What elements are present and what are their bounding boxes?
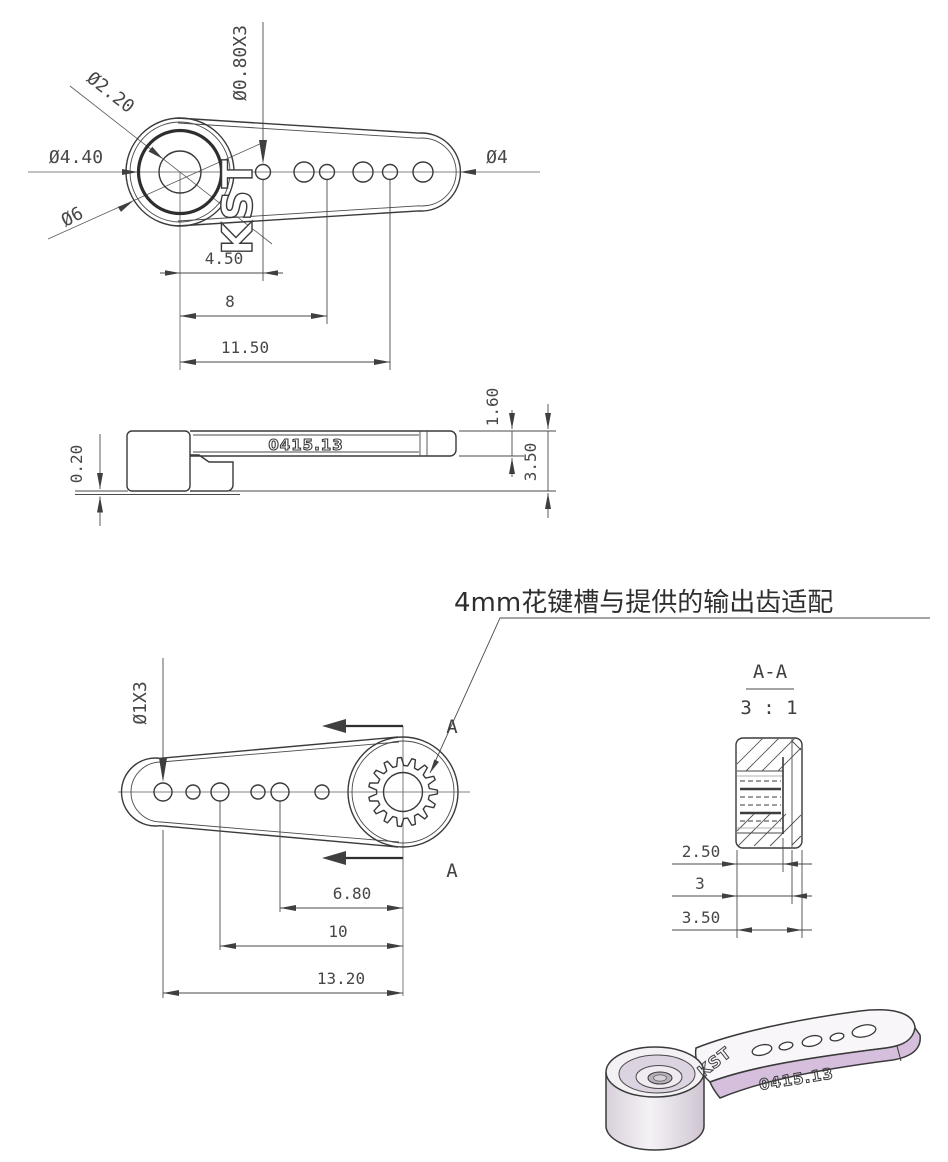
svg-text:4.50: 4.50 bbox=[205, 249, 244, 268]
extension-lines bbox=[162, 801, 281, 998]
callout-text: 4mm花键槽与提供的输出齿适配 bbox=[454, 588, 833, 618]
dimension-8: 8 bbox=[180, 292, 327, 320]
diagonal-leader-boss bbox=[47, 142, 263, 240]
spline-bold-circle bbox=[136, 128, 224, 216]
svg-text:3.50: 3.50 bbox=[521, 443, 540, 482]
section-scale: 3 : 1 bbox=[740, 697, 797, 719]
arm-outline-inner bbox=[177, 122, 457, 222]
svg-text:1.60: 1.60 bbox=[483, 388, 502, 427]
kst-logo-top-view: KST bbox=[213, 158, 262, 255]
dimension-13-20: 13.20 bbox=[163, 969, 403, 997]
tip-crease bbox=[896, 1045, 902, 1062]
callout-leader bbox=[429, 617, 930, 774]
arrow-link-hole bbox=[159, 758, 167, 782]
side-view: 0415.13 1.60 3.50 0.20 bbox=[67, 388, 556, 526]
spline-center-hole bbox=[382, 771, 424, 813]
render-3d: KST 0415.13 bbox=[605, 1009, 921, 1151]
diagonal-leader-hub bbox=[69, 85, 273, 245]
arm-holes bbox=[254, 161, 434, 183]
section-dimensions: 2.50 3 3.50 bbox=[672, 838, 812, 938]
arrow-boss bbox=[117, 201, 133, 212]
spline-gear-teeth bbox=[368, 756, 439, 828]
center-hole bbox=[158, 150, 202, 194]
label-dia-link-holes: Ø0.80X3 bbox=[230, 25, 251, 101]
arrow-link-hole bbox=[259, 140, 267, 164]
arrow-spline-circle bbox=[122, 169, 138, 175]
dimension-4-50: 4.50 bbox=[160, 249, 283, 276]
svg-text:10: 10 bbox=[328, 922, 347, 941]
section-hatching bbox=[736, 738, 802, 847]
svg-text:13.20: 13.20 bbox=[317, 969, 365, 988]
dimension-11-50: 11.50 bbox=[180, 338, 390, 366]
dimension-10: 10 bbox=[220, 922, 403, 950]
boss-block bbox=[126, 430, 191, 492]
label-dia-link-holes: Ø1X3 bbox=[130, 681, 151, 724]
section-cut-arrows: A A bbox=[322, 716, 458, 882]
section-view: A-A 3 : 1 bbox=[672, 661, 812, 938]
section-title: A-A bbox=[753, 661, 788, 683]
dimension-3: 3 bbox=[672, 874, 812, 899]
arm-holes-3d bbox=[751, 1024, 877, 1057]
label-dia-hub-hole: Ø2.20 bbox=[83, 68, 139, 118]
label-dia-boss: Ø6 bbox=[58, 203, 87, 232]
label-dia-tip: Ø4 bbox=[486, 147, 508, 168]
svg-text:6.80: 6.80 bbox=[333, 884, 372, 903]
spline-callout: 4mm花键槽与提供的输出齿适配 bbox=[429, 588, 930, 774]
dimension-6-80: 6.80 bbox=[280, 884, 403, 912]
dimension-1-60: 1.60 bbox=[459, 388, 556, 477]
svg-text:0.20: 0.20 bbox=[67, 445, 86, 484]
arm-side-face bbox=[709, 1026, 921, 1099]
svg-text:3.50: 3.50 bbox=[682, 908, 721, 927]
svg-text:3: 3 bbox=[695, 874, 705, 893]
section-body bbox=[735, 737, 803, 849]
section-letter-top: A bbox=[446, 716, 458, 738]
center-hole-inner bbox=[653, 1074, 667, 1082]
dimension-0-20: 0.20 bbox=[67, 434, 128, 526]
dimension-3-50-side: 3.50 bbox=[192, 404, 556, 518]
section-letter-bottom: A bbox=[446, 860, 458, 882]
arrow-tip bbox=[460, 169, 476, 175]
svg-text:8: 8 bbox=[225, 292, 235, 311]
bottom-view: Ø1X3 A A 6.80 10 13.20 bbox=[118, 658, 470, 998]
arm-profile bbox=[190, 430, 457, 457]
callout-arrow bbox=[430, 759, 439, 773]
spline-boss-ring bbox=[351, 740, 455, 844]
svg-text:11.50: 11.50 bbox=[221, 338, 269, 357]
arrow-hub-hole bbox=[148, 146, 163, 159]
extension-lines bbox=[262, 180, 391, 370]
dimension-3-50-section: 3.50 bbox=[672, 908, 812, 933]
dimension-2-50: 2.50 bbox=[672, 842, 812, 867]
arm-outline-outer bbox=[120, 736, 399, 848]
svg-text:2.50: 2.50 bbox=[682, 842, 721, 861]
top-view: Ø2.20 Ø4.40 Ø6 Ø0.80X3 Ø4 KST 4.50 8 11.… bbox=[28, 22, 540, 370]
spline-boss-outer bbox=[347, 736, 459, 848]
label-dia-spline-circle: Ø4.40 bbox=[49, 147, 103, 168]
hub-block bbox=[190, 454, 234, 492]
section-details bbox=[737, 739, 802, 847]
part-number-engraving: 0415.13 bbox=[268, 436, 343, 454]
